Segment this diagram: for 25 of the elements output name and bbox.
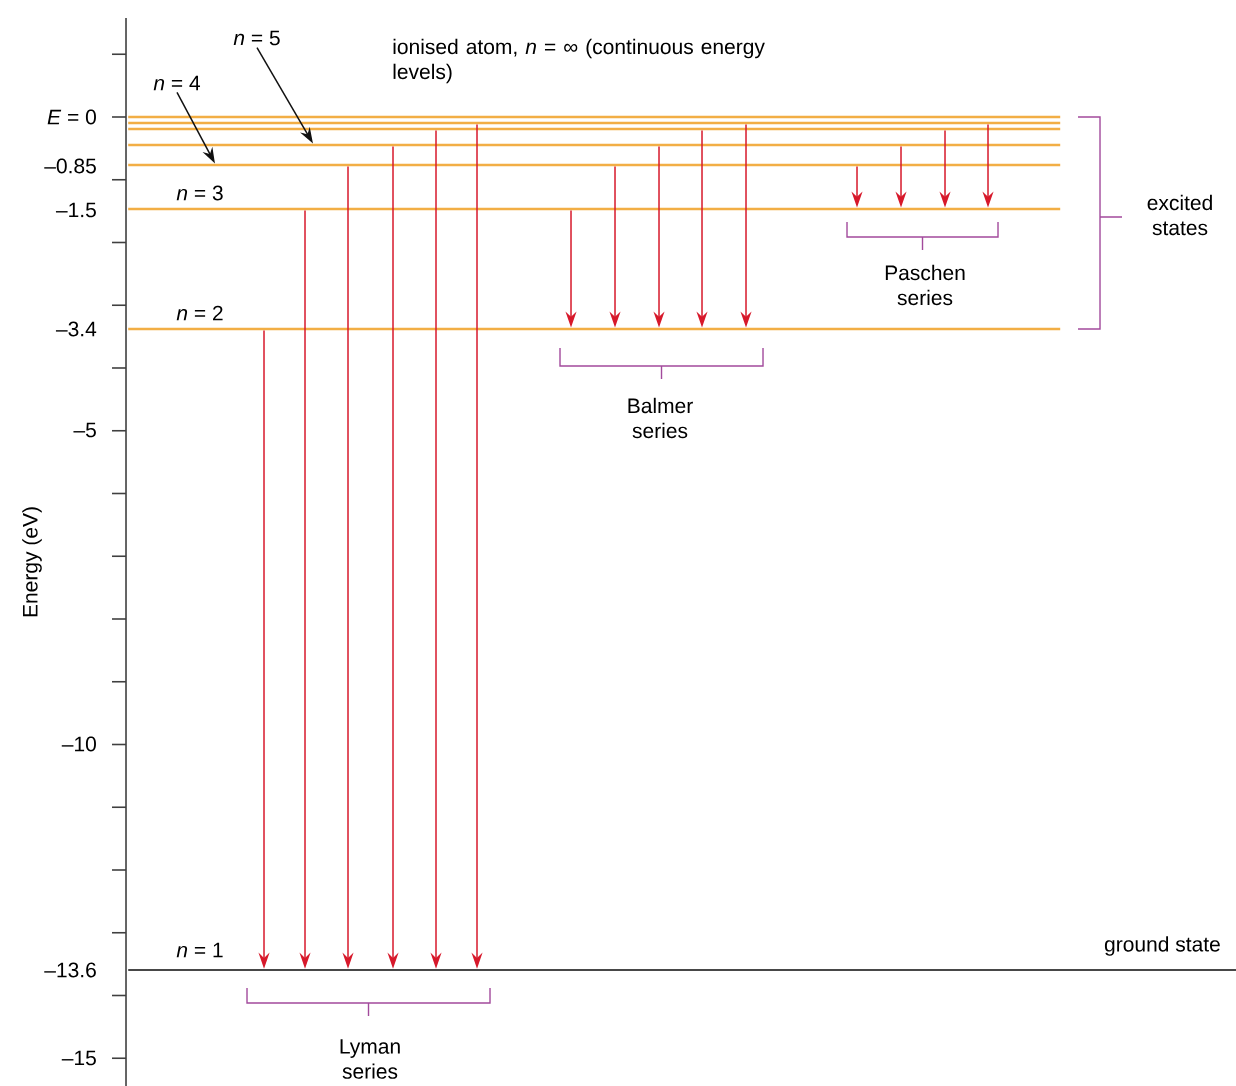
axis-title: Energy (eV) — [22, 507, 42, 617]
tick-label: –15 — [61, 1050, 96, 1066]
bracket-label: Balmer series — [628, 397, 693, 439]
tick-label: –0.85 — [44, 158, 96, 174]
energy-level-line — [128, 121, 1061, 125]
level-caption: ground state — [1104, 936, 1220, 956]
bracket-label: Lyman series — [340, 1039, 400, 1079]
tick-label: –5 — [73, 422, 96, 438]
bracket-label: excited states — [1147, 194, 1212, 236]
energy-level-line — [128, 127, 1061, 131]
tick-label: E = 0 — [47, 109, 96, 125]
level-label: n = 4 — [153, 75, 200, 91]
annotation-text: ionised atom, n = ∞ (continuous energy levels) — [393, 38, 765, 84]
tick-label: –13.6 — [44, 962, 96, 978]
bracket-label: Paschen series — [885, 264, 965, 306]
tick-label: –1.5 — [55, 202, 96, 218]
level-label: n = 3 — [176, 185, 223, 201]
tick-label: –10 — [61, 736, 96, 752]
level-label: n = 2 — [176, 305, 223, 321]
level-label: n = 1 — [176, 942, 223, 958]
energy-level-line — [128, 143, 1061, 147]
energy-level-line — [128, 115, 1061, 119]
level-label: n = 5 — [233, 30, 280, 46]
tick-label: –3.4 — [55, 321, 97, 337]
energy-level-line — [128, 163, 1061, 167]
